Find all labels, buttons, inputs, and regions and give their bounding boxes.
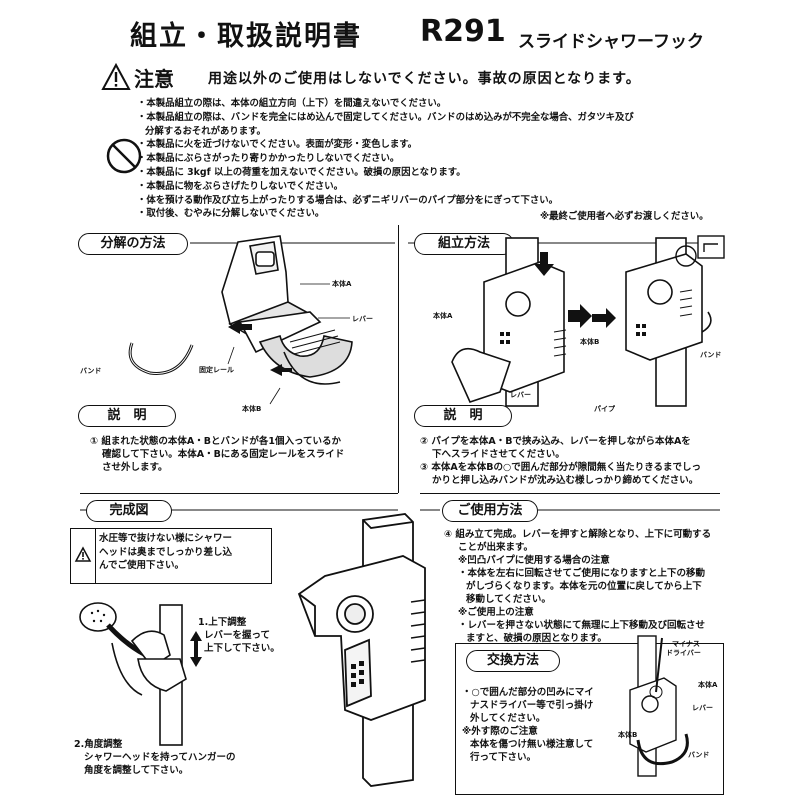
usage-hand-illustration <box>79 602 202 746</box>
label-driver: マイナス <box>672 640 700 648</box>
prohibition-icon <box>106 138 142 174</box>
replacement-illustration <box>629 635 689 777</box>
warning-triangle-icon <box>101 62 131 90</box>
explain-line: ① 組まれた状態の本体A・Bとバンドが各1個入っているか <box>90 436 342 447</box>
explain-line: ③ 本体Aを本体Bの○で囲んだ部分が隙間無く当たりきるまでしっ <box>420 462 702 473</box>
label-rail: 固定レール <box>199 366 234 374</box>
label-body-a: 本体A <box>433 312 453 320</box>
caution-item: ・本製品に 3kgf 以上の荷重を加えないでください。破損の原因となります。 <box>137 166 466 178</box>
label-driver2: ドライバー <box>666 649 701 657</box>
replacement-line: ・○で囲んだ部分の凹みにマイ <box>462 687 594 698</box>
label-band: バンド <box>80 367 102 375</box>
explain-line: かりと押し込みバンドが沈み込む様しっかり締めてください。 <box>432 475 699 486</box>
usage-line: ・本体を左右に回転させてご使用になりますと上下の移動 <box>458 568 706 579</box>
warning-line: 水圧等で抜けない様にシャワー <box>99 533 233 544</box>
document-title: 組立・取扱説明書 <box>130 21 362 52</box>
caution-item: ・体を預ける動作及び立ち上がったりする場合は、必ずニギリバーのパイプ部分をにぎっ… <box>137 194 559 206</box>
completed-heading: 完成図 <box>86 500 172 522</box>
label-band: バンド <box>700 351 722 359</box>
assembly-explain: ② パイプを本体A・Bで挟み込み、レバーを押しながら本体Aを 下へスライドさせて… <box>420 435 730 487</box>
label-pipe: パイプ <box>594 405 615 413</box>
caution-item: ・取付後、むやみに分解しないでください。 <box>137 208 325 220</box>
label-band: バンド <box>688 751 710 759</box>
caution-item: ・本製品組立の際は、本体の組立方向（上下）を間違えないでください。 <box>137 98 447 109</box>
caution-item: 分解するおそれがあります。 <box>145 125 266 137</box>
caution-item: ・本製品組立の際は、バンドを完全にはめ込んで固定してください。バンドのはめ込みが… <box>137 111 634 123</box>
caution-item: ・本製品に物をぶらさげたりしないでください。 <box>137 180 343 192</box>
section-divider <box>398 225 399 493</box>
disassembly-illustration <box>221 235 353 405</box>
completed-product-illustration <box>297 513 426 787</box>
label-lever: レバー <box>352 315 373 323</box>
step-line: 角度を調整して下さい。 <box>84 765 189 776</box>
step-line: 上下して下さい。 <box>204 643 280 654</box>
label-body-a: 本体A <box>698 681 718 689</box>
label-body-b: 本体B <box>242 405 262 413</box>
disassembly-explain: ① 組まれた状態の本体A・Bとバンドが各1個入っているか 確認して下さい。本体A… <box>90 435 390 474</box>
assembly-heading: 組立方法 <box>414 233 514 255</box>
usage-line: ※凹凸パイプに使用する場合の注意 <box>458 555 610 566</box>
replacement-box <box>455 643 724 795</box>
explain-line: させ外します。 <box>102 462 168 473</box>
replacement-heading: 交換方法 <box>466 650 560 672</box>
band-illustration <box>128 342 194 375</box>
usage-line: ※ご使用上の注意 <box>458 607 534 618</box>
explain-line: 下へスライドさせてください。 <box>432 449 565 460</box>
usage-line: がしづらくなります。本体を元の位置に戻してから上下 <box>466 581 702 592</box>
usage-line: ますと、破損の原因となります。 <box>466 633 607 644</box>
label-body-a: 本体A <box>332 280 352 288</box>
usage-heading: ご使用方法 <box>442 500 538 522</box>
replacement-line: ナスドライバー等で引っ掛け <box>470 700 594 711</box>
warning-triangle-icon <box>74 546 92 562</box>
replacement-text: ・○で囲んだ部分の凹みにマイ ナスドライバー等で引っ掛け 外してください。 ※外… <box>462 686 622 764</box>
step-line: シャワーヘッドを持ってハンガーの <box>84 752 236 763</box>
step-line: レバーを握って <box>204 630 271 641</box>
warning-line: ヘッドは奥までしっかり差し込 <box>99 546 233 558</box>
replacement-line: ※外す際のご注意 <box>462 726 538 737</box>
section-divider <box>80 493 398 494</box>
usage-line: 移動してください。 <box>466 594 551 605</box>
label-lever: レバー <box>692 704 713 712</box>
warning-word: 注意 <box>134 67 174 91</box>
caution-list: ・本製品組立の際は、本体の組立方向（上下）を間違えないでください。 ・本製品組立… <box>137 97 727 221</box>
warning-line: んでご使用下さい。 <box>99 560 185 571</box>
step2-text: 2.角度調整 シャワーヘッドを持ってハンガーの 角度を調整して下さい。 <box>74 738 236 777</box>
label-body-b: 本体B <box>618 731 638 739</box>
caution-item: ・本製品にぶらさがったり寄りかかったりしないでください。 <box>137 153 400 165</box>
completed-warning-box: 水圧等で抜けない様にシャワー ヘッドは奥までしっかり差し込 んでご使用下さい。 <box>70 528 272 584</box>
disassembly-explain-heading: 説 明 <box>78 405 176 427</box>
assembly-illustration <box>451 235 725 407</box>
model-number: R291 <box>420 14 506 49</box>
usage-line: ④ 組み立て完成。レバーを押すと解除となり、上下に可動する <box>444 529 712 540</box>
label-body-b: 本体B <box>580 338 600 346</box>
usage-line: ことが出来ます。 <box>458 542 534 553</box>
step1-text: 1.上下調整 レバーを握って 上下して下さい。 <box>198 616 280 655</box>
explain-line: ② パイプを本体A・Bで挟み込み、レバーを押しながら本体Aを <box>420 436 691 447</box>
caution-item: ・本製品に火を近づけないでください。表面が変形・変色します。 <box>137 139 418 151</box>
replacement-line: 行って下さい。 <box>470 752 537 763</box>
explain-line: 確認して下さい。本体A・Bにある固定レールをスライド <box>102 449 345 460</box>
section-divider <box>420 493 720 494</box>
replacement-line: 本体を傷つけ無い様注意して <box>470 739 594 750</box>
warning-text: 用途以外のご使用はしないでください。事故の原因となります。 <box>208 71 641 87</box>
usage-line: ・レバーを押さない状態にて無理に上下移動及び回転させ <box>458 620 706 631</box>
assembly-explain-heading: 説 明 <box>414 405 512 427</box>
handover-note: ※最終ご使用者へ必ずお渡しください。 <box>540 211 709 222</box>
disassembly-heading: 分解の方法 <box>78 233 188 255</box>
replacement-line: 外してください。 <box>470 713 546 724</box>
step-line: 1.上下調整 <box>198 617 247 628</box>
usage-text: ④ 組み立て完成。レバーを押すと解除となり、上下に可動する ことが出来ます。 ※… <box>444 528 734 645</box>
label-lever: レバー <box>510 391 531 399</box>
step-line: 2.角度調整 <box>74 739 123 750</box>
product-name: スライドシャワーフック <box>518 32 704 52</box>
